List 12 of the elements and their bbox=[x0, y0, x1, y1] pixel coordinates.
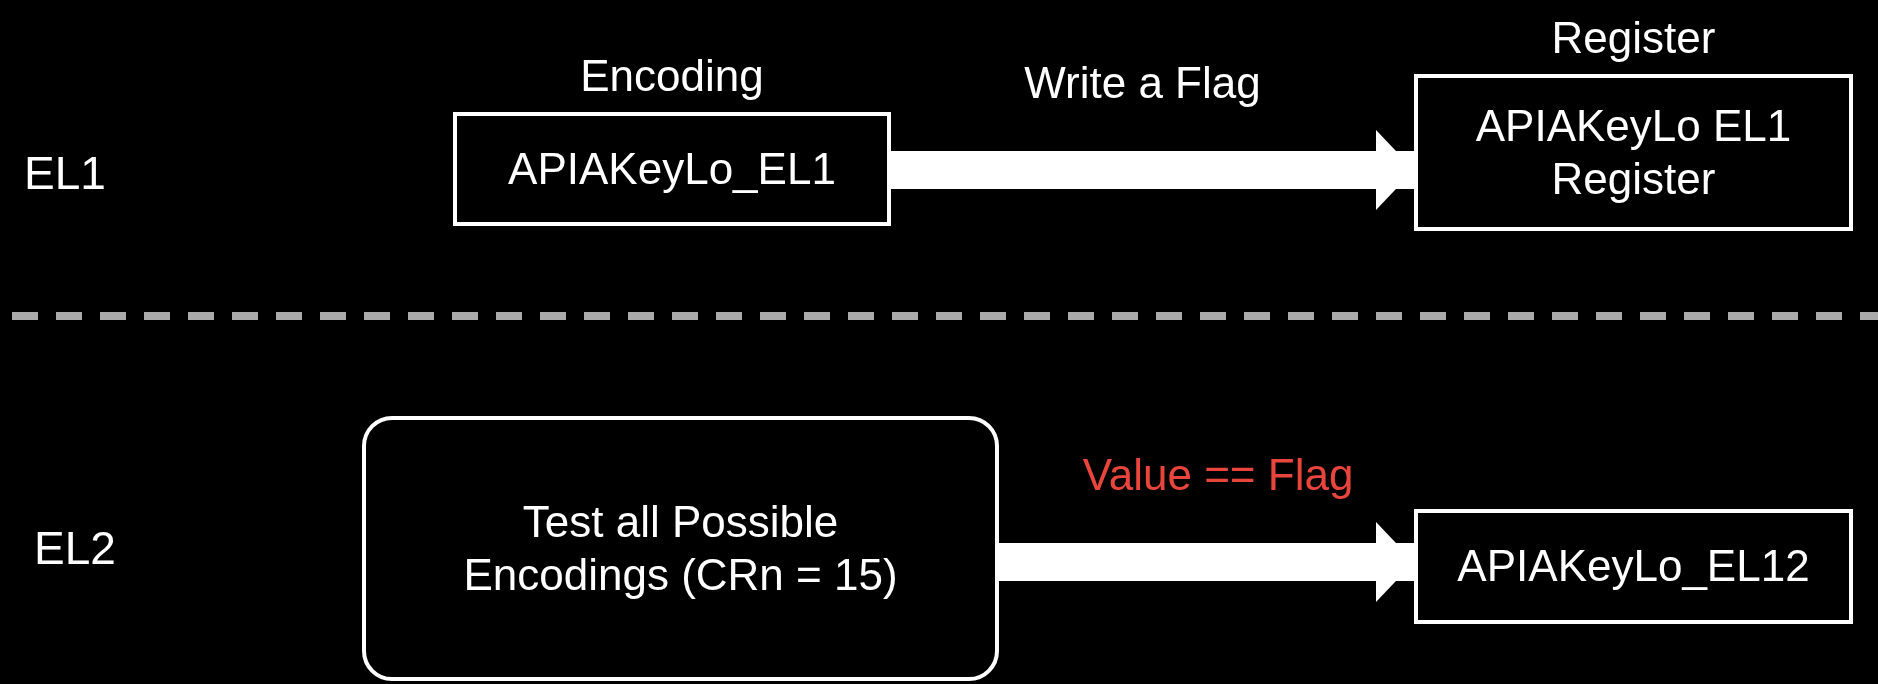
box-text: APIAKeyLo EL1 Register bbox=[1474, 99, 1793, 205]
box-heading: Register bbox=[1550, 12, 1717, 64]
box-text: APIAKeyLo_EL1 bbox=[508, 142, 836, 195]
row-label: EL2 bbox=[34, 521, 116, 575]
box-heading: Encoding bbox=[579, 50, 765, 102]
block-arrow bbox=[999, 522, 1414, 602]
process-box bbox=[1414, 509, 1853, 624]
box-text: Test all Possible Encodings (CRn = 15) bbox=[462, 495, 899, 601]
block-arrow bbox=[891, 130, 1414, 210]
box-text: APIAKeyLo_EL12 bbox=[1457, 540, 1810, 593]
row-label: EL1 bbox=[24, 146, 106, 200]
rounded-box bbox=[362, 416, 999, 681]
